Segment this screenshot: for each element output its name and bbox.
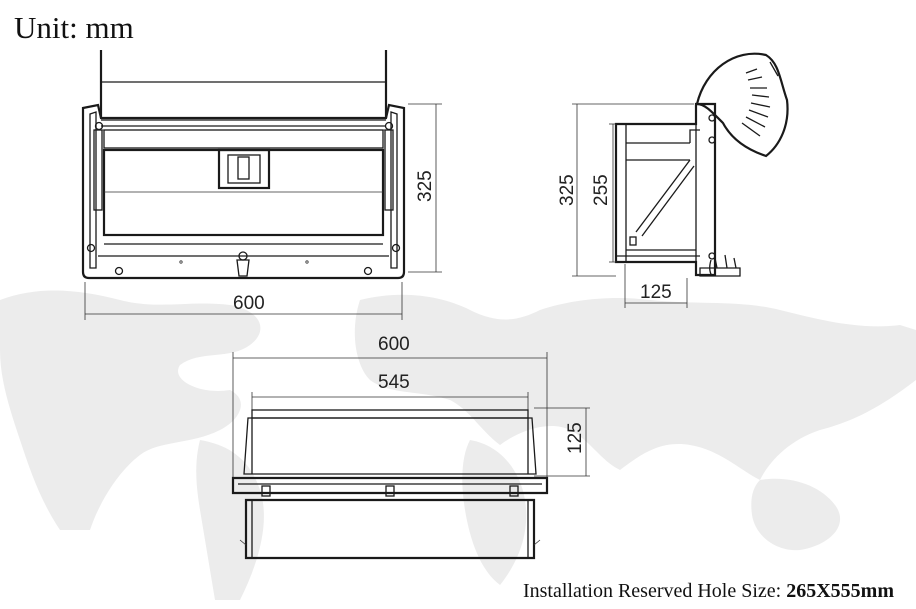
- side-outer-height-dimension: 325: [557, 174, 578, 206]
- side-inner-height-dimension: 255: [591, 174, 612, 206]
- front-height-dimension: 325: [415, 170, 436, 202]
- side-depth-dimension: 125: [640, 282, 672, 303]
- top-inner-width-dimension: 545: [378, 372, 410, 393]
- installation-hole-size: Installation Reserved Hole Size: 265X555…: [523, 580, 894, 603]
- installation-hole-label: Installation Reserved Hole Size:: [522, 580, 782, 602]
- top-outer-width-dimension: 600: [378, 334, 410, 355]
- front-view: [81, 50, 442, 320]
- top-depth-dimension: 125: [565, 422, 586, 454]
- front-width-dimension: 600: [233, 293, 265, 314]
- world-map-background: [0, 290, 916, 600]
- unit-label: Unit: mm: [14, 10, 134, 45]
- installation-hole-value: 265X555mm: [786, 580, 894, 602]
- top-view: [231, 352, 590, 560]
- side-view: [572, 52, 789, 308]
